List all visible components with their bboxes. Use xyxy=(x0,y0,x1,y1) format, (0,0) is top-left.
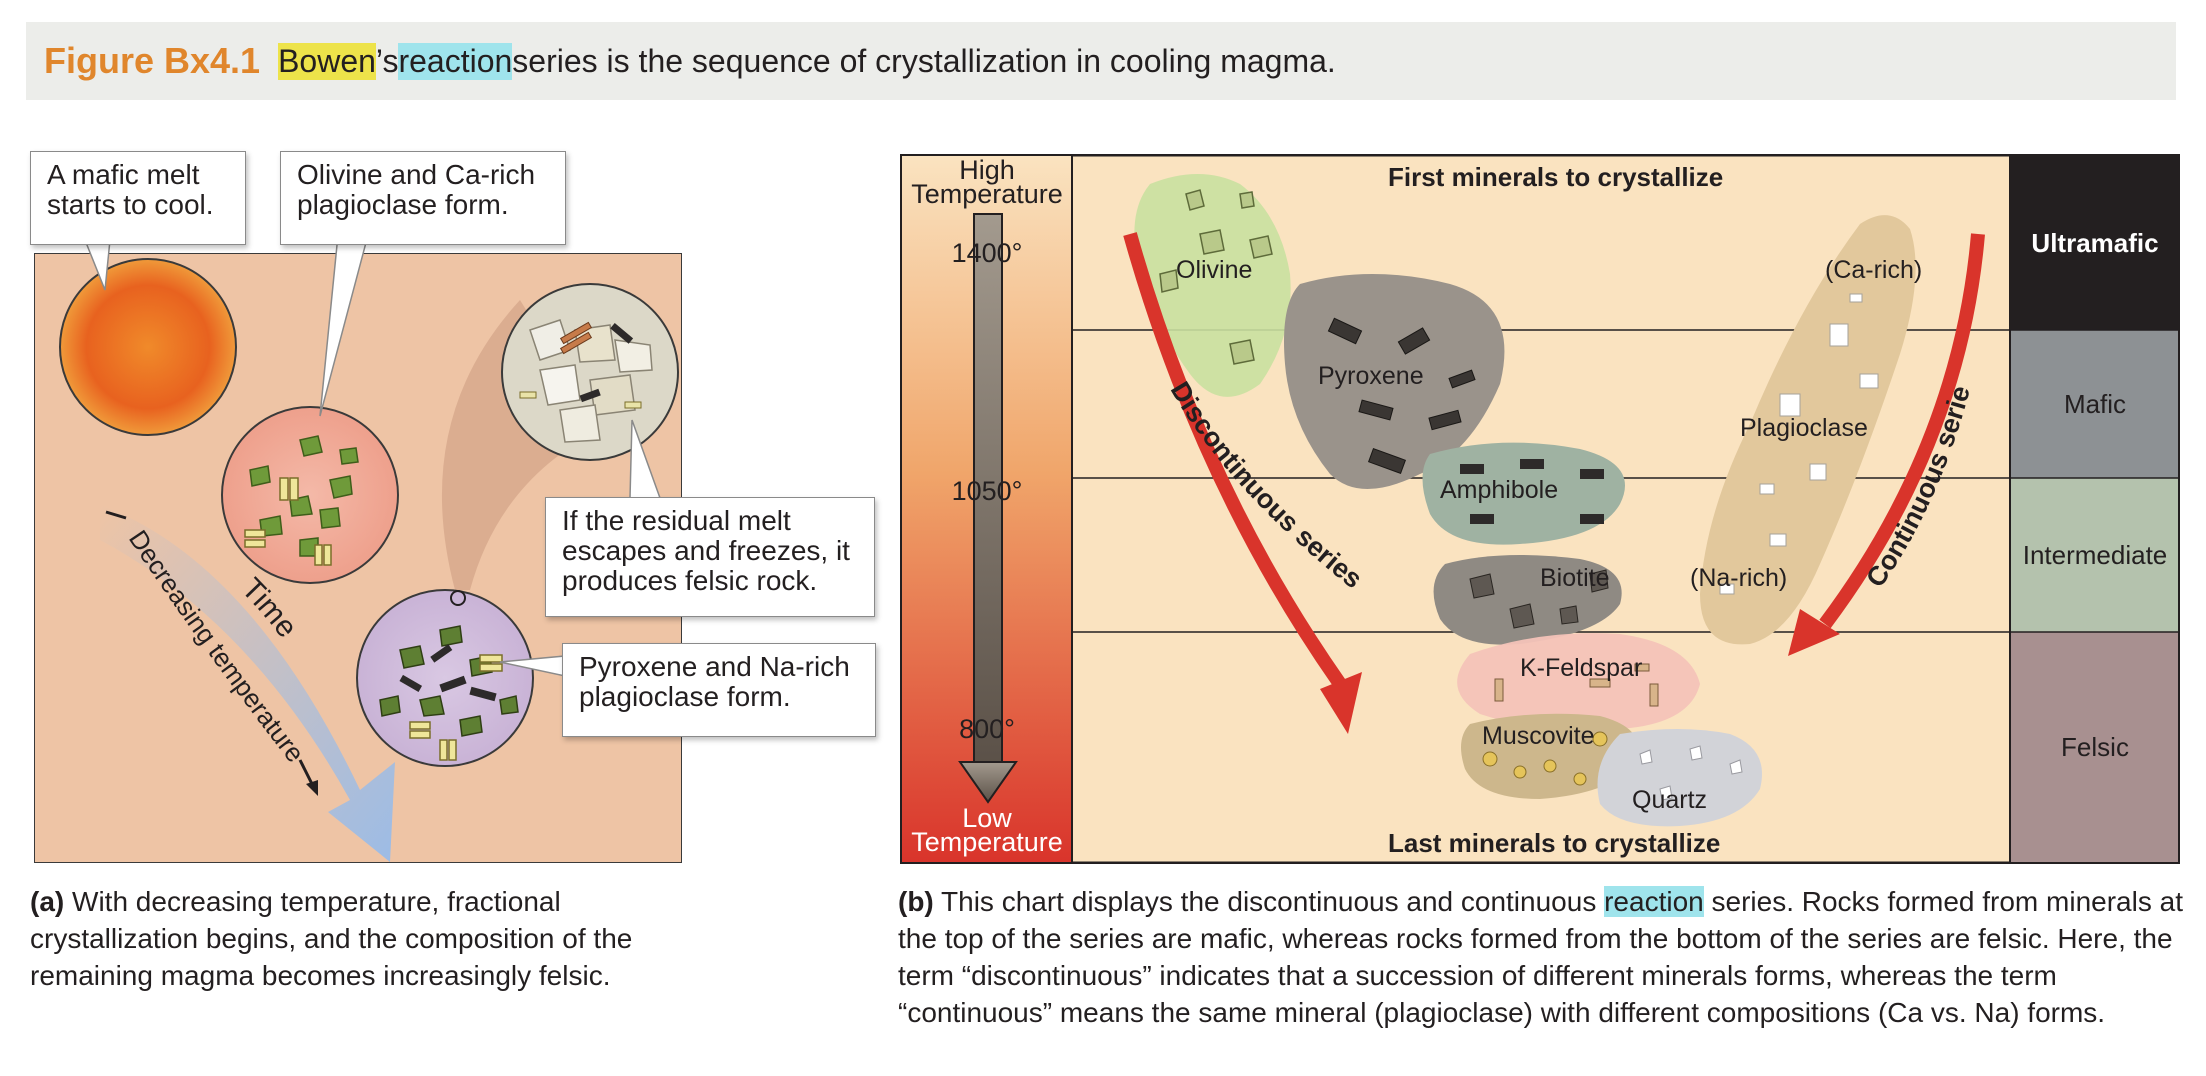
caption-a-text: With decreasing temperature, fractional … xyxy=(30,886,633,991)
mineral-pyroxene: Pyroxene xyxy=(1318,362,1424,390)
mineral-quartz: Quartz xyxy=(1632,786,1708,814)
caption-b-text-post: series. Rocks formed from minerals at th… xyxy=(898,886,2183,1028)
kfeldspar-blob xyxy=(1457,633,1700,730)
callout-olivine: Olivine and Ca-rich plagioclase form. xyxy=(280,151,566,245)
ultramafic-band xyxy=(2010,156,2178,330)
mineral-plagioclase: Plagioclase xyxy=(1740,414,1868,442)
callout-text: A mafic melt xyxy=(47,159,200,190)
low-temperature-label: Low Temperature xyxy=(902,803,1072,857)
low-temp-line2: Temperature xyxy=(911,827,1063,857)
class-intermediate: Intermediate xyxy=(2022,539,2168,570)
mineral-kfeldspar: K-Feldspar xyxy=(1520,654,1643,682)
callout-text: produces felsic rock. xyxy=(562,565,818,596)
callout-text: If the residual melt xyxy=(562,505,791,536)
caption-b-highlight: reaction xyxy=(1604,886,1704,917)
plagioclase-na-rich: (Na-rich) xyxy=(1690,564,1788,592)
plagioclase-ca-rich: (Ca-rich) xyxy=(1825,256,1923,284)
title-possessive: ’s xyxy=(375,42,399,79)
high-temp-line2: Temperature xyxy=(911,179,1063,209)
first-minerals-label: First minerals to crystallize xyxy=(1388,162,1724,192)
high-temperature-label: High Temperature xyxy=(902,155,1072,209)
high-temp-line1: High xyxy=(959,155,1015,185)
caption-a: (a) With decreasing temperature, fractio… xyxy=(30,883,670,994)
mineral-amphibole: Amphibole xyxy=(1440,476,1559,504)
figure-title-bar: Figure Bx4.1 Bowen’s reaction series is … xyxy=(26,22,2176,100)
title-rest: series is the sequence of crystallizatio… xyxy=(512,42,1336,79)
quartz-blob xyxy=(1597,729,1762,827)
callout-residual-melt: If the residual melt escapes and freezes… xyxy=(545,497,875,617)
panel-a-illustration: Decreasing temperature Time xyxy=(59,234,679,862)
class-felsic: Felsic xyxy=(2061,731,2129,762)
bowen-reaction-chart: Discontinuous series Continuous series H… xyxy=(900,154,2180,864)
figure-number: Figure Bx4.1 xyxy=(44,40,261,81)
low-temp-line1: Low xyxy=(962,803,1012,833)
callout-text: plagioclase form. xyxy=(297,189,509,220)
mineral-muscovite: Muscovite xyxy=(1482,722,1595,750)
caption-b: (b) This chart displays the discontinuou… xyxy=(898,883,2188,1031)
last-minerals-label: Last minerals to crystallize xyxy=(1388,828,1721,858)
time-arrow xyxy=(100,505,395,862)
caption-a-tag: (a) xyxy=(30,886,65,917)
callout-text: escapes and freezes, it xyxy=(562,535,850,566)
caption-b-text-pre: This chart displays the discontinuous an… xyxy=(933,886,1605,917)
pyroxene-stage-circle xyxy=(356,589,534,767)
intermediate-band xyxy=(2010,478,2178,632)
class-ultramafic: Ultramafic xyxy=(2031,227,2159,258)
caption-b-tag: (b) xyxy=(898,886,934,917)
mafic-band xyxy=(2010,330,2178,478)
class-mafic: Mafic xyxy=(2063,388,2127,419)
temp-1400: 1400° xyxy=(951,238,1023,268)
callout-pyroxene: Pyroxene and Na-rich plagioclase form. xyxy=(562,643,876,737)
title-highlight-reaction: reaction xyxy=(398,42,513,80)
plagioclase-blob xyxy=(1700,215,1916,645)
temp-800: 800° xyxy=(959,714,1015,744)
mineral-olivine: Olivine xyxy=(1176,256,1253,284)
callout-text: Pyroxene and Na-rich xyxy=(579,651,850,682)
callout-text: Olivine and Ca-rich xyxy=(297,159,536,190)
olivine-blob xyxy=(1134,174,1291,397)
felsic-band xyxy=(2010,632,2178,862)
mafic-melt-circle xyxy=(59,258,237,436)
mineral-biotite: Biotite xyxy=(1540,564,1610,592)
chart-graphics: Discontinuous series Continuous series xyxy=(900,154,2180,864)
callout-text: plagioclase form. xyxy=(579,681,791,712)
title-highlight-bowen: Bowen xyxy=(278,42,376,80)
callout-mafic-melt: A mafic melt starts to cool. xyxy=(30,151,246,245)
temp-1050: 1050° xyxy=(951,476,1023,506)
callout-text: starts to cool. xyxy=(47,189,214,220)
